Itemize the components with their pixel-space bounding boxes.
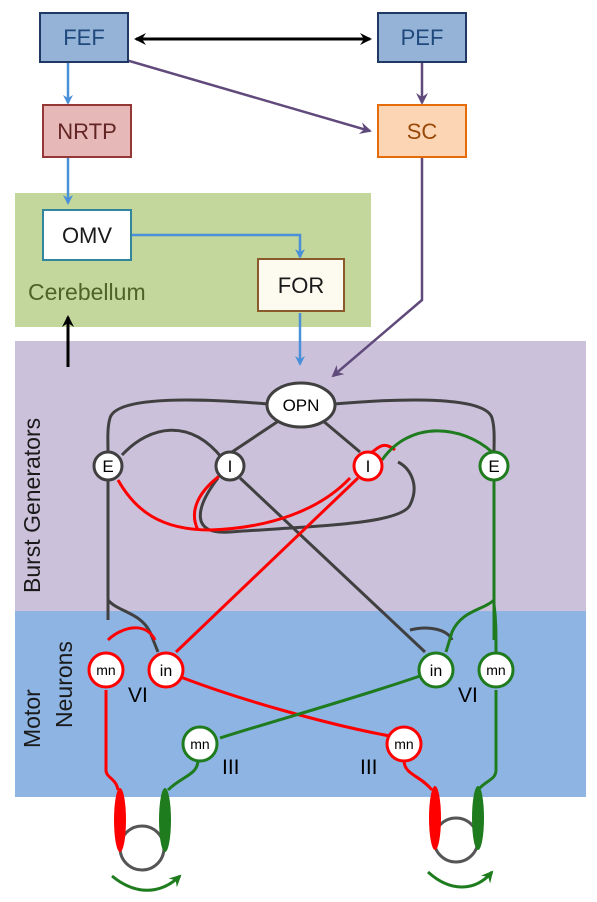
e-left-to-mn-left-red: [106, 626, 157, 642]
green-connections: [166, 429, 498, 792]
pef-box: PEF: [377, 12, 467, 63]
e-left-label: E: [102, 457, 113, 476]
dark-connections: [106, 398, 496, 654]
mn-iii-left-to-muscle: [166, 759, 200, 792]
i-left-label: I: [228, 457, 233, 476]
omv-for-arrow: [131, 233, 305, 259]
vi-left-label: VI: [128, 684, 148, 707]
vi-right-label: VI: [458, 684, 478, 707]
e-left-to-i-right-cross: [116, 476, 352, 532]
opn-to-i-left: [231, 418, 281, 454]
i-left-to-in-right: [238, 476, 427, 654]
left-eye-red-muscle: [114, 788, 126, 852]
mn-iii-left-label: mn: [190, 736, 209, 752]
right-eye-rotation-arrow: [426, 870, 494, 889]
motor-neurons-label-line2: Neurons: [51, 641, 77, 728]
right-eye-red-muscle: [429, 786, 441, 850]
mn-vi-right-node: mn: [477, 651, 515, 689]
e-right-node: E: [478, 450, 510, 482]
opn-right-loop: [333, 398, 496, 453]
motor-neurons-label-line1: Motor: [19, 689, 45, 748]
e-right-to-in-right: [444, 598, 496, 653]
left-eye: [111, 788, 182, 892]
e-right-label: E: [488, 457, 499, 476]
mn-vi-left-label: mn: [96, 662, 115, 678]
mn-right-to-muscle: [476, 690, 498, 791]
motor-neurons-region: [15, 611, 586, 797]
right-eye-green-muscle: [472, 786, 484, 850]
mn-iii-right-to-muscle: [402, 759, 434, 791]
burst-generators-label: Burst Generators: [19, 418, 45, 593]
in-vi-left-label: in: [160, 663, 172, 680]
sc-box: SC: [377, 104, 467, 158]
right-eye: [426, 786, 494, 889]
i-left-node: I: [214, 450, 246, 482]
mn-iii-left-node: mn: [181, 725, 219, 763]
left-eye-rotation-arrow: [111, 874, 182, 892]
e-left-node: E: [92, 450, 124, 482]
opn-node: OPN: [265, 381, 337, 429]
omv-box: OMV: [42, 209, 132, 261]
for-label: FOR: [278, 273, 324, 298]
i-right-green-loop: [380, 429, 494, 461]
nrtp-box: NRTP: [42, 104, 132, 158]
cerebellum-label: Cerebellum: [28, 279, 146, 305]
fef-box: FEF: [39, 12, 129, 63]
iii-left-label: III: [222, 756, 240, 779]
sc-label: SC: [407, 119, 438, 144]
e-right-to-mn-right: [492, 603, 498, 653]
left-eyeball: [118, 824, 166, 872]
i-left-red-loop: [192, 472, 223, 531]
in-right-to-mn-iii-left: [219, 674, 421, 740]
i-right-label: I: [366, 457, 371, 476]
opn-left-loop: [106, 398, 269, 453]
i-red-to-in-left: [174, 476, 360, 654]
mn-iii-right-label: mn: [394, 736, 413, 752]
in-vi-left-node: in: [147, 651, 185, 689]
opn-label: OPN: [283, 396, 320, 415]
i-right-node: I: [352, 450, 384, 482]
i-left-to-e-right-cross: [198, 460, 416, 534]
sc-opn-arrow: [331, 158, 424, 378]
e-left-to-i-left-inhib: [120, 428, 224, 459]
pef-label: PEF: [401, 25, 444, 50]
mn-left-to-muscle: [104, 690, 120, 791]
in-vi-right-node: in: [417, 651, 455, 689]
omv-label: OMV: [62, 223, 112, 248]
for-box: FOR: [257, 258, 345, 312]
in-vi-right-label: in: [430, 663, 442, 680]
nrtp-label: NRTP: [57, 119, 117, 144]
fef-sc-arrow: [125, 58, 372, 134]
in-left-to-mn-iii-right: [177, 674, 391, 738]
iii-right-label: III: [360, 756, 378, 779]
fef-label: FEF: [63, 25, 105, 50]
mn-iii-right-node: mn: [385, 725, 423, 763]
red-connections: [104, 443, 434, 791]
opn-to-i-right: [321, 418, 361, 454]
mn-vi-left-node: mn: [87, 651, 125, 689]
mn-vi-right-label: mn: [486, 662, 505, 678]
left-eye-green-muscle: [159, 788, 171, 852]
